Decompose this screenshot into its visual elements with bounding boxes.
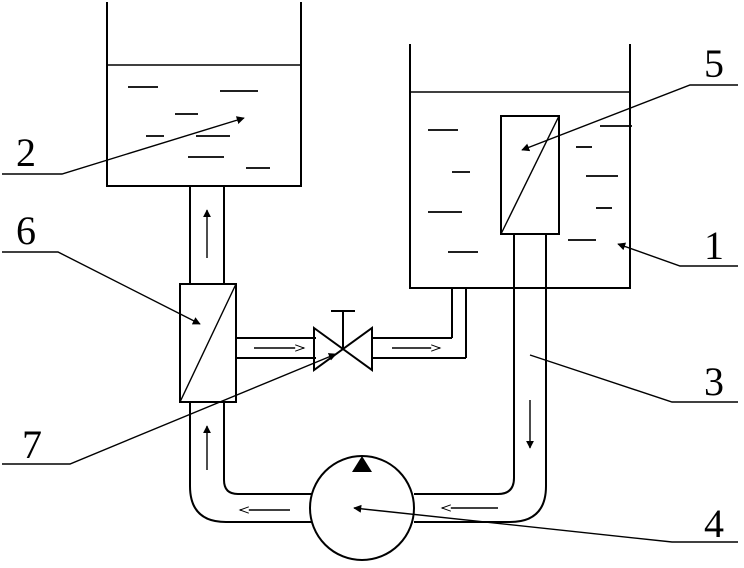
pump-direction-triangle <box>352 456 372 472</box>
membrane-module-6 <box>179 283 237 403</box>
label-5: 5 <box>704 41 724 86</box>
label-2: 2 <box>16 130 36 175</box>
label-6: 6 <box>16 208 36 253</box>
pipe-pump-to-module6 <box>189 402 312 523</box>
label-4: 4 <box>704 501 724 546</box>
pump-4 <box>309 455 415 561</box>
liquid-dashes <box>128 86 270 169</box>
tank-2 <box>106 2 302 187</box>
label-1: 1 <box>704 223 724 268</box>
pipe-module6-to-tank1 <box>236 288 467 359</box>
liquid-dashes <box>428 125 632 253</box>
tank-1 <box>409 44 632 289</box>
leader-lines <box>2 84 738 543</box>
pipe-3 <box>414 234 547 523</box>
pipe-tank2-to-module6 <box>189 186 225 284</box>
label-7: 7 <box>22 422 42 467</box>
label-3: 3 <box>704 359 724 404</box>
valve-7 <box>313 310 373 372</box>
membrane-module-5 <box>500 115 560 235</box>
